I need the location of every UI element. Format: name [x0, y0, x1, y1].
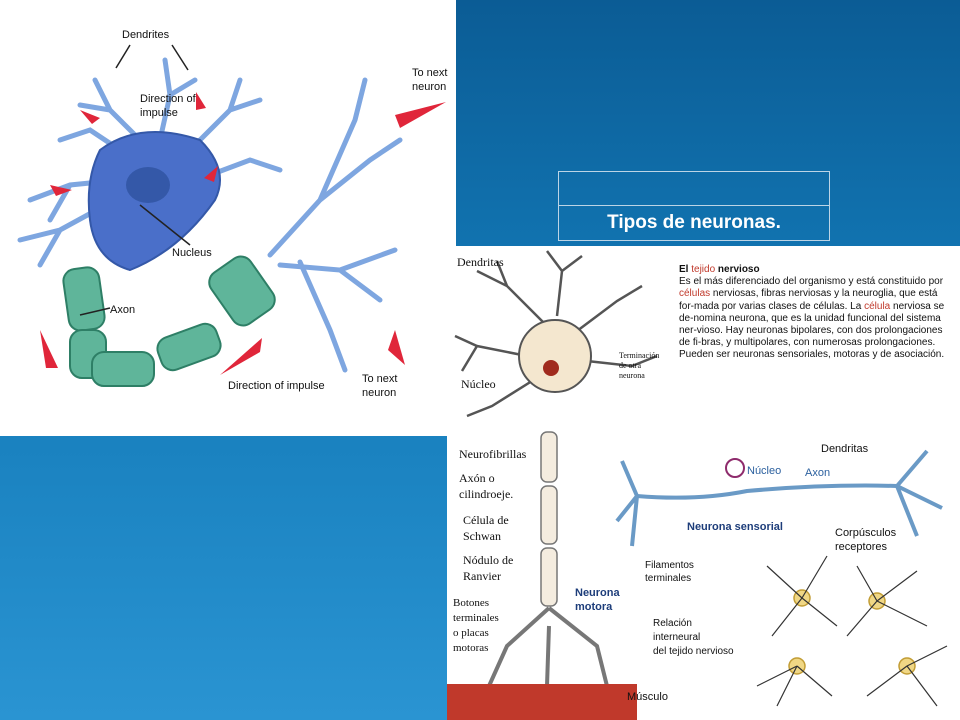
label-corpusculos-2: receptores — [835, 541, 887, 553]
label-direction-impulse-bottom: Direction of impulse — [228, 380, 325, 392]
label-axon: Axon — [110, 304, 135, 316]
label-filamentos-2: terminales — [645, 573, 691, 584]
label-nucleo: Núcleo — [461, 377, 496, 391]
label-dendrites: Dendrites — [122, 29, 170, 41]
label-to-next-neuron-top-2: neuron — [412, 81, 446, 93]
label-relacion-3: del tejido nervioso — [653, 646, 734, 657]
label-botones-1: Botones — [453, 597, 489, 609]
para-heading-el: El — [679, 264, 689, 275]
interneural-branches — [756, 555, 948, 707]
neuron-diagram-spanish: Dendritas Núcleo Terminación de otra neu… — [447, 246, 960, 720]
nucleus-shape — [126, 167, 170, 203]
label-neurona-motora-1: Neurona — [575, 587, 621, 599]
para-heading-nervioso: nervioso — [717, 264, 760, 275]
label-terminacion-1: Terminación — [619, 351, 659, 360]
label-botones-2: terminales — [453, 612, 499, 624]
motor-neuron-terminals — [487, 606, 609, 687]
label-axon-2: cilindroeje. — [459, 487, 513, 501]
label-botones-3: o placas — [453, 627, 489, 639]
label-axon-sensorial: Axon — [805, 467, 830, 479]
label-corpusculos-1: Corpúsculos — [835, 527, 897, 539]
neuron-types-illustration: Dendritas Núcleo Terminación de otra neu… — [447, 250, 948, 720]
motor-neuron-soma — [518, 319, 592, 393]
neuron-illustration: Dendrites Direction of impulse Nucleus A… — [17, 29, 447, 399]
tejido-nervioso-paragraph: El tejido nervioso Es el más diferenciad… — [679, 264, 955, 362]
label-celula-1: Célula de — [463, 513, 509, 527]
motor-neuron-dendrites — [454, 250, 658, 418]
sensory-neuron-axon — [615, 449, 943, 547]
label-musculo: Músculo — [627, 691, 668, 703]
label-to-next-neuron-bottom-1: To next — [362, 373, 397, 385]
title-box-empty-row — [559, 172, 829, 206]
para-highlight-celula: célula — [864, 300, 891, 312]
muscle-band — [447, 684, 637, 720]
axon-terminals — [267, 77, 403, 373]
label-nucleus: Nucleus — [172, 247, 212, 259]
label-celula-2: Schwan — [463, 529, 501, 543]
slide-title: Tipos de neuronas. — [607, 212, 781, 233]
label-terminacion-3: neurona — [619, 371, 645, 380]
label-dendritas: Dendritas — [457, 255, 504, 269]
label-direction-impulse-line2: impulse — [140, 107, 178, 119]
para-body-2: nerviosas, fibras nerviosas y la neurogl… — [679, 288, 938, 312]
para-heading-tejido: tejido — [691, 264, 716, 275]
label-relacion-1: Relación — [653, 618, 692, 629]
label-axon-1: Axón o — [459, 471, 495, 485]
motor-neuron-axon — [540, 431, 558, 607]
slide-title-box: Tipos de neuronas. — [558, 171, 830, 241]
label-nodulo-1: Nódulo de — [463, 553, 513, 567]
motor-neuron-nucleus — [543, 360, 559, 376]
label-botones-4: motoras — [453, 642, 488, 654]
label-nucleo-sensorial: Núcleo — [747, 465, 781, 477]
label-neurona-sensorial: Neurona sensorial — [687, 521, 783, 533]
label-direction-impulse-line1: Direction of — [140, 93, 197, 105]
para-body-1: Es el más diferenciado del organismo y e… — [679, 276, 944, 288]
myelin-sheath — [62, 255, 276, 387]
label-neurona-motora-2: motora — [575, 601, 613, 613]
label-filamentos-1: Filamentos — [645, 560, 694, 571]
label-relacion-2: interneural — [653, 632, 700, 643]
label-dendritas-sensorial: Dendritas — [821, 443, 869, 455]
para-highlight-celulas: células — [679, 288, 711, 300]
impulse-arrows — [40, 92, 446, 375]
label-pointers — [79, 44, 191, 316]
label-terminacion-2: de otra — [619, 361, 641, 370]
sensory-neuron-soma — [725, 458, 745, 478]
label-to-next-neuron-top-1: To next — [412, 67, 447, 79]
para-body-3: nerviosa se de-nomina neurona, que es la… — [679, 300, 945, 361]
label-to-next-neuron-bottom-2: neuron — [362, 387, 396, 399]
label-nodulo-2: Ranvier — [463, 569, 501, 583]
neuron-diagram-english: Dendrites Direction of impulse Nucleus A… — [0, 0, 456, 436]
label-neurofibrillas: Neurofibrillas — [459, 447, 527, 461]
